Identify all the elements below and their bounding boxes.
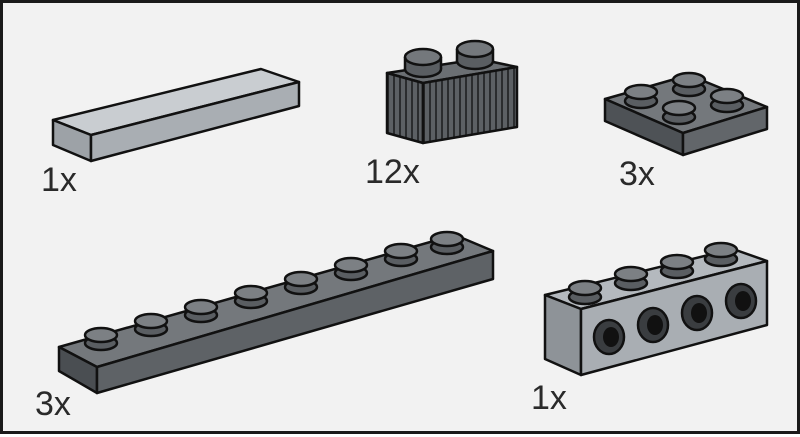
quantity-label-plate-2x2: 3x <box>619 155 655 193</box>
plate-1x8-icon <box>57 230 495 395</box>
quantity-label-grille: 12x <box>365 153 420 191</box>
quantity-label-plate-1x8: 3x <box>35 385 71 423</box>
technic-brick-icon <box>543 241 769 377</box>
grille-brick-icon <box>385 39 519 145</box>
parts-illustration <box>51 39 769 395</box>
plate-2x2-icon <box>603 71 769 157</box>
quantity-label-tile: 1x <box>41 161 77 199</box>
flat-tile-icon <box>51 67 301 163</box>
quantity-label-brick: 1x <box>531 379 567 417</box>
